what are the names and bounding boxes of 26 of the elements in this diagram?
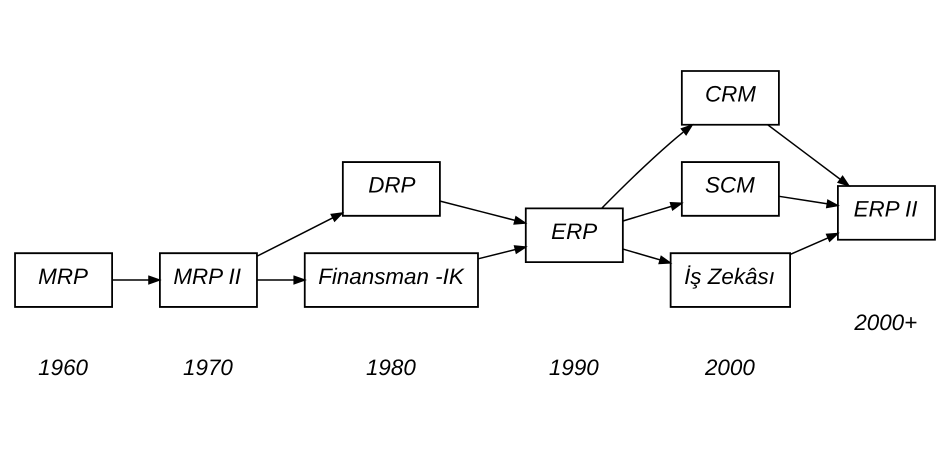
arrow xyxy=(790,232,840,256)
arrow xyxy=(601,124,694,209)
label: 1970 xyxy=(183,354,233,380)
arrow xyxy=(622,202,684,222)
label: 1960 xyxy=(38,354,88,380)
node-box: İş Zekâsı xyxy=(670,252,791,308)
arrow xyxy=(257,275,307,285)
arrow xyxy=(112,275,162,285)
label: 1980 xyxy=(366,354,416,380)
arrow xyxy=(622,248,672,264)
arrow xyxy=(256,212,344,257)
label: 2000 xyxy=(704,354,755,380)
arrow xyxy=(767,124,851,187)
arrow xyxy=(778,196,840,208)
label: 1990 xyxy=(548,354,599,380)
label: 2000+ xyxy=(854,310,918,336)
node-box: ERP II xyxy=(837,185,936,241)
node-box: Finansman -IK xyxy=(304,252,479,308)
arrow xyxy=(478,245,528,260)
node-box: CRM xyxy=(680,70,780,126)
node-box: DRP xyxy=(342,161,441,217)
node-box: MRP xyxy=(14,252,113,308)
node-box: SCM xyxy=(680,161,780,217)
arrow xyxy=(440,200,528,225)
node-box: MRP II xyxy=(159,252,258,308)
node-box: ERP xyxy=(524,207,624,264)
